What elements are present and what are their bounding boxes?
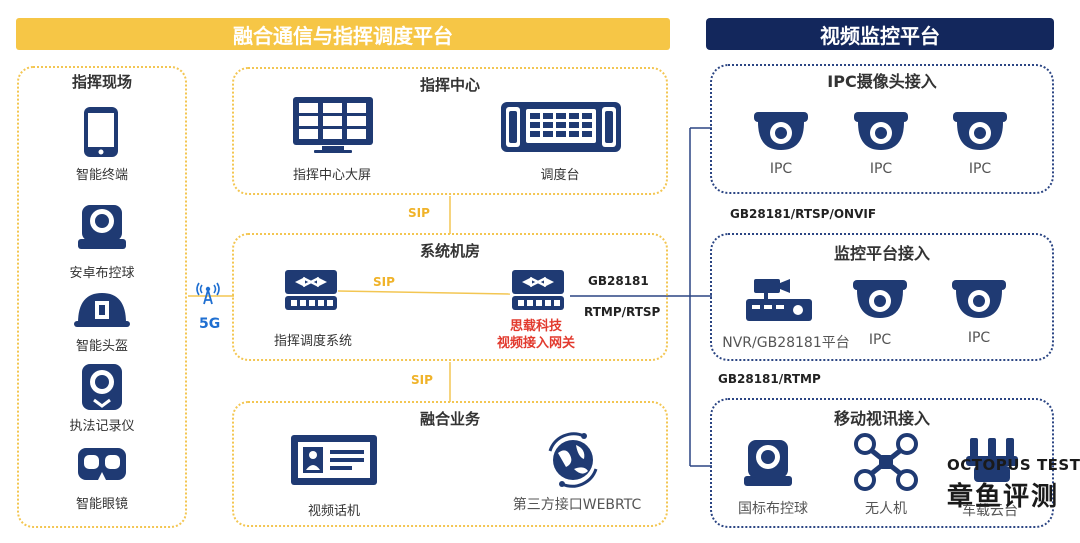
dispatch-console-label: 调度台: [540, 168, 580, 183]
ptz-camera-icon: [744, 440, 792, 486]
converged-business-panel: [232, 401, 668, 527]
dome-camera-icon: [952, 280, 1006, 318]
scene-item-label: 智能终端: [75, 168, 129, 183]
command-center-title: 指挥中心: [419, 76, 481, 94]
ipc-group-panel: [710, 64, 1054, 194]
mobile-group-panel: [710, 398, 1054, 528]
command-center-panel: [232, 67, 668, 195]
dome-camera-icon: [953, 112, 1007, 150]
scene-item-label: 智能头盔: [75, 339, 129, 354]
nvr-label: NVR/GB28181平台: [722, 335, 850, 351]
server-room-panel: [232, 233, 668, 361]
converged-business-title: 融合业务: [419, 410, 481, 428]
monitor-group-panel: [710, 233, 1054, 361]
vehicle-gimbal-label: 车载云台: [962, 503, 1018, 519]
scene-title: 指挥现场: [71, 73, 133, 91]
scene-item-label: 安卓布控球: [69, 266, 135, 281]
ipc-label: IPC: [869, 161, 893, 177]
drone-icon: [854, 433, 918, 491]
scene-panel: [17, 66, 187, 528]
5g-label: 5G: [199, 316, 221, 332]
webrtc-label: 第三方接口WEBRTC: [512, 497, 642, 513]
nvr-icon: [746, 279, 812, 321]
ipc-label: IPC: [868, 332, 892, 348]
gateway-product-label: 视频接入网关: [496, 336, 576, 351]
ipc-label: IPC: [769, 161, 793, 177]
ptz-camera-icon: [78, 205, 126, 249]
dome-camera-icon: [854, 112, 908, 150]
dispatch-console-icon: [501, 102, 621, 152]
dispatch-system-icon: [285, 270, 337, 310]
smart-glasses-icon: [78, 448, 126, 480]
server-room-title: 系统机房: [419, 242, 481, 260]
rtmp-label: GB28181/RTMP: [718, 372, 821, 386]
drone-label: 无人机: [865, 501, 907, 517]
ipc-label: IPC: [967, 330, 991, 346]
monitor-group-title: 监控平台接入: [833, 244, 931, 263]
body-camera-icon: [82, 364, 122, 410]
ipc-group-title: IPC摄像头接入: [827, 72, 937, 91]
vehicle-gimbal-icon: [966, 438, 1018, 482]
platform-banner-left: 融合通信与指挥调度平台: [16, 18, 670, 50]
dome-camera-icon: [754, 112, 808, 150]
gateway-vendor-label: 思载科技: [509, 319, 563, 334]
rtmp-rtsp-label: RTMP/RTSP: [584, 305, 661, 319]
onvif-label: GB28181/RTSP/ONVIF: [730, 207, 877, 221]
gb28181-label: GB28181: [588, 274, 649, 288]
watermark-zh: 章鱼评测: [947, 482, 1060, 512]
antenna-icon: [196, 282, 220, 305]
platform-banner-right: 视频监控平台: [706, 18, 1054, 50]
sip-label-bottom: SIP: [411, 373, 433, 387]
video-wall-label: 指挥中心大屏: [292, 168, 372, 183]
video-phone-label: 视频话机: [307, 504, 361, 519]
sip-label-mid: SIP: [373, 275, 395, 289]
ipc-label: IPC: [968, 161, 992, 177]
mobile-group-title: 移动视讯接入: [833, 409, 931, 428]
video-gateway-icon: [512, 270, 564, 310]
watermark-en: OCTOPUS TEST: [947, 456, 1080, 474]
dispatch-system-label: 指挥调度系统: [273, 334, 353, 349]
dome-camera-icon: [853, 280, 907, 318]
scene-item-label: 执法记录仪: [69, 419, 135, 434]
video-wall-icon: [293, 97, 373, 153]
sip-label-top: SIP: [408, 206, 430, 220]
helmet-icon: [74, 293, 130, 327]
gb-ptz-label: 国标布控球: [738, 501, 808, 517]
webrtc-globe-icon: [548, 432, 598, 488]
smartphone-icon: [84, 107, 118, 157]
video-phone-icon: [291, 435, 377, 485]
scene-item-label: 智能眼镜: [75, 497, 129, 512]
